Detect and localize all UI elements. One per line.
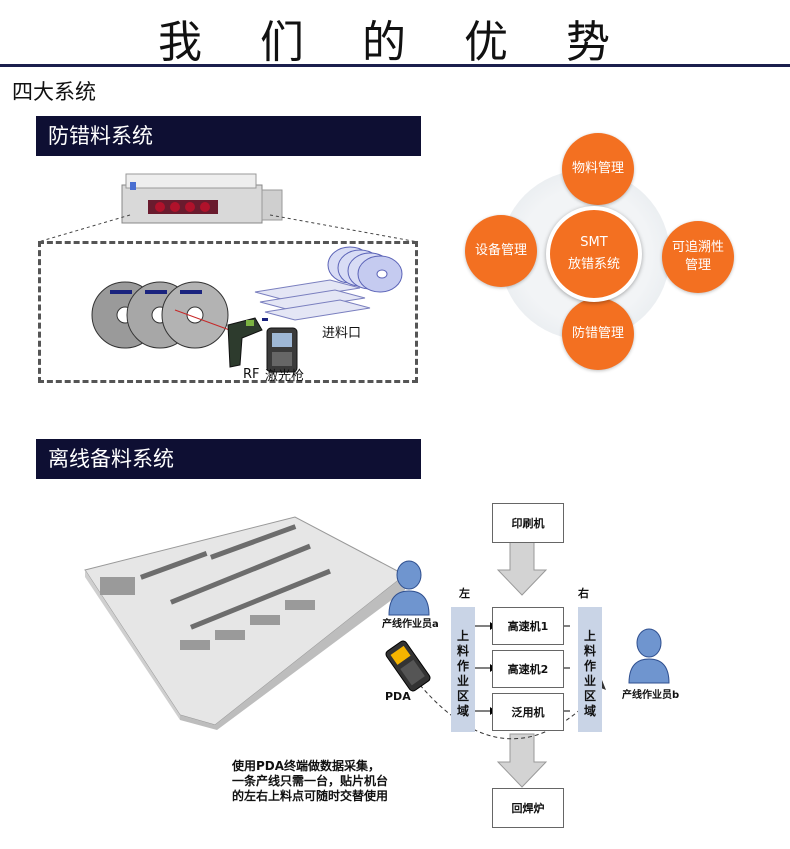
flow-connectors xyxy=(419,541,606,788)
node-equipment-label: 设备管理 xyxy=(474,243,527,258)
pda-label: PDA xyxy=(385,690,411,703)
flow-reflow: 回焊炉 xyxy=(492,788,564,828)
caption-line-2: 一条产线只需一台，贴片机台 xyxy=(232,774,389,788)
section-title-anti-error: 防错料系统 xyxy=(36,116,421,156)
zoom-dashed-box xyxy=(38,241,418,383)
laser-gun-label: 激光枪 xyxy=(265,369,305,384)
flow-general: 泛用机 xyxy=(492,693,564,731)
caption-line-3: 的左右上料点可随时交替使用 xyxy=(232,789,389,803)
operator-b-label: 产线作业员b xyxy=(622,690,680,701)
pda-icon xyxy=(266,327,298,373)
left-label: 左 xyxy=(459,587,470,600)
node-traceability-label-2: 管理 xyxy=(684,258,711,273)
blue-reel-icon xyxy=(327,246,403,293)
flow-printer: 印刷机 xyxy=(492,503,564,543)
node-error-prevention: 防错管理 xyxy=(562,298,634,370)
smt-machine-image xyxy=(121,173,283,224)
pda-device-icon xyxy=(385,640,431,692)
reel-icon xyxy=(91,281,236,349)
smt-center-circle: SMT 放错系统 xyxy=(546,206,642,302)
node-equipment-management: 设备管理 xyxy=(465,215,537,287)
section-title-offline: 离线备料系统 xyxy=(36,439,421,479)
factory-floor-image xyxy=(84,516,406,730)
node-traceability-management: 可追溯性 管理 xyxy=(662,221,734,293)
right-label: 右 xyxy=(578,587,589,600)
node-error-prevention-label: 防错管理 xyxy=(571,326,624,341)
feeder-port-label: 进料口 xyxy=(322,326,362,341)
node-material-management: 物料管理 xyxy=(562,133,634,205)
operator-b-icon xyxy=(628,628,670,684)
barcode-scanner-icon xyxy=(227,317,263,368)
page-title: 我 们 的 优 势 xyxy=(158,17,632,68)
center-label-system: 放错系统 xyxy=(567,257,620,272)
feeder-strips-icon xyxy=(254,279,371,321)
rf-label: RF xyxy=(243,367,260,382)
center-label-smt: SMT xyxy=(580,235,608,250)
flow-high-speed-2: 高速机2 xyxy=(492,650,564,688)
flow-caption: 使用PDA终端做数据采集， 一条产线只需一台，贴片机台 的左右上料点可随时交替使… xyxy=(232,759,388,804)
operator-a-icon xyxy=(388,560,430,616)
anti-error-illustration xyxy=(37,173,419,373)
title-divider xyxy=(0,64,790,67)
loading-zone-right: 上料作业区域 xyxy=(578,607,602,732)
loading-zone-left: 上料作业区域 xyxy=(451,607,475,732)
page-subtitle: 四大系统 xyxy=(12,80,96,104)
caption-line-1: 使用PDA终端做数据采集， xyxy=(232,759,381,773)
node-traceability-label-1: 可追溯性 xyxy=(671,240,724,255)
node-material-label: 物料管理 xyxy=(571,161,624,176)
flow-high-speed-1: 高速机1 xyxy=(492,607,564,645)
operator-a-label: 产线作业员a xyxy=(382,619,439,630)
